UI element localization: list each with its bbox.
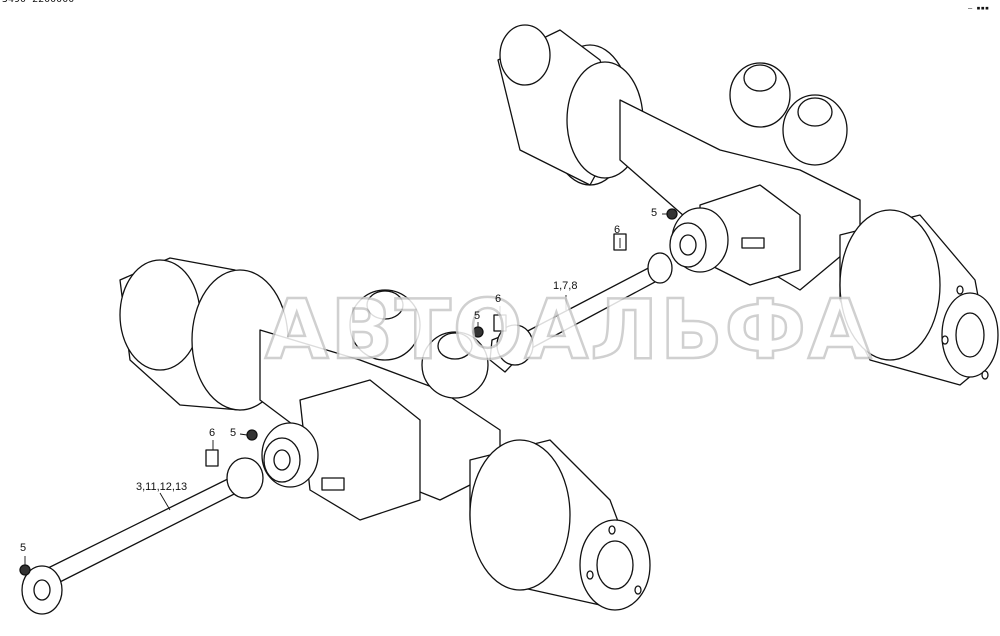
front-shaft-yoke-bore bbox=[33, 579, 51, 601]
front-bolt bbox=[205, 449, 219, 467]
rear-axle bbox=[497, 24, 999, 386]
mid-diff-plate bbox=[321, 477, 345, 491]
middle-axle bbox=[119, 257, 651, 611]
rear-right-hub-center bbox=[955, 312, 985, 358]
rear-right-stud bbox=[956, 285, 964, 295]
rear-right-stud bbox=[941, 335, 949, 345]
callout-label: 5 bbox=[474, 310, 481, 322]
watermark-text: АВТОАЛЬФА bbox=[264, 282, 874, 380]
leader-lines bbox=[24, 213, 668, 565]
mid-right-stud bbox=[586, 570, 594, 580]
callout-label: 6 bbox=[209, 427, 216, 439]
callout-label: 1,7,8 bbox=[553, 280, 578, 292]
rear-right-drum bbox=[839, 209, 941, 361]
corner-mark: — ▪▪▪ bbox=[968, 4, 990, 12]
rear-right-stud bbox=[981, 370, 989, 380]
mid-left-drum-back bbox=[119, 259, 201, 371]
callout-label: 5 bbox=[651, 207, 658, 219]
front-shaft-yoke-rear bbox=[226, 457, 264, 499]
rear-brake-chamber-2-cap bbox=[797, 97, 833, 127]
mid-brake-chamber-2-cap bbox=[437, 332, 473, 360]
rear-diff-plate bbox=[741, 237, 765, 249]
callout-label: 5 bbox=[20, 542, 27, 554]
end-nut bbox=[19, 564, 31, 576]
rear-shaft-yoke-front bbox=[496, 324, 534, 366]
front-propeller-shaft bbox=[21, 457, 264, 615]
doc-code: 5490-2200000 bbox=[2, 0, 74, 5]
rear-nut bbox=[666, 208, 678, 220]
callout-label: 6 bbox=[495, 293, 502, 305]
rear-brake-chamber-1-cap bbox=[743, 64, 777, 92]
mid-input-flange-center bbox=[273, 449, 291, 471]
callout-label: 3,11,12,13 bbox=[136, 481, 188, 493]
mid-brake-chamber-1-cap bbox=[366, 290, 404, 320]
rear-propeller-shaft bbox=[496, 252, 673, 366]
mid-right-drum bbox=[469, 439, 571, 591]
callout-label: 6 bbox=[614, 224, 621, 236]
front-nut bbox=[246, 429, 258, 441]
mid-right-stud bbox=[634, 585, 642, 595]
mid-right-stud bbox=[608, 525, 616, 535]
rear-left-drum-back bbox=[499, 24, 551, 86]
rear-shaft-yoke-rear bbox=[647, 252, 673, 284]
mid-right-hub-center bbox=[596, 540, 634, 590]
rear-input-flange-center bbox=[679, 234, 697, 256]
callout-label: 5 bbox=[230, 427, 237, 439]
